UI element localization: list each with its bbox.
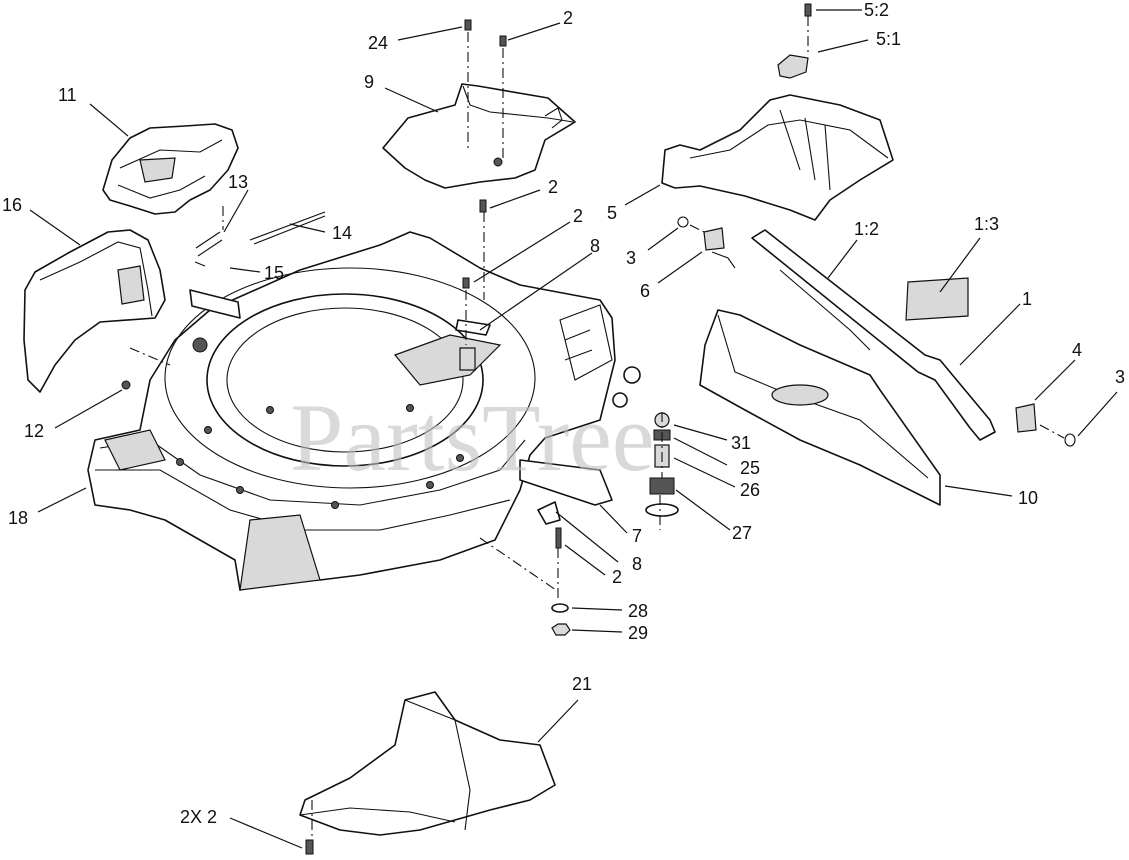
- callout-2: 2: [573, 206, 583, 226]
- callout-7: 7: [632, 526, 642, 546]
- callout-6: 6: [640, 281, 650, 301]
- callout-3: 3: [1115, 367, 1125, 387]
- callout-2x2: 2X 2: [180, 807, 217, 827]
- callout-16: 16: [2, 195, 22, 215]
- part-11-shroud-cap: [102, 123, 239, 215]
- part-1-rear-door-rod: [711, 229, 996, 441]
- part-16-side-cover: [23, 229, 166, 393]
- callout-9: 9: [364, 72, 374, 92]
- callout-18: 18: [8, 508, 28, 528]
- callout-21: 21: [572, 674, 592, 694]
- callout-labels: 24 2 9 11 13 14 15 16 12 18 2 2 8 5:2 5:…: [2, 0, 1125, 827]
- callout-12: 12: [24, 421, 44, 441]
- part-5-discharge-chute: [661, 54, 894, 221]
- alignment-lines: [129, 16, 1065, 840]
- callout-4: 4: [1072, 340, 1082, 360]
- callout-1: 1: [1022, 289, 1032, 309]
- callout-5-1: 5:1: [876, 29, 901, 49]
- callout-25: 25: [740, 458, 760, 478]
- part-21-mulch-plug: [299, 691, 556, 836]
- callout-13: 13: [228, 172, 248, 192]
- callout-8: 8: [632, 554, 642, 574]
- callout-28: 28: [628, 601, 648, 621]
- callout-2: 2: [548, 177, 558, 197]
- callout-3: 3: [626, 248, 636, 268]
- callout-24: 24: [368, 33, 388, 53]
- callout-1-3: 1:3: [974, 214, 999, 234]
- callout-14: 14: [332, 223, 352, 243]
- part-10-rear-flap: [699, 309, 941, 506]
- callout-26: 26: [740, 480, 760, 500]
- callout-2: 2: [563, 8, 573, 28]
- watermark: PartsTree: [290, 384, 654, 491]
- callout-27: 27: [732, 523, 752, 543]
- callout-15: 15: [264, 263, 284, 283]
- callout-2: 2: [612, 567, 622, 587]
- callout-11: 11: [58, 85, 77, 105]
- main-deck-housing: [87, 231, 641, 591]
- callout-31: 31: [731, 433, 751, 453]
- callout-5: 5: [607, 203, 617, 223]
- small-hardware: [121, 3, 1076, 855]
- part-7-bracket: [519, 459, 613, 506]
- callout-8: 8: [590, 236, 600, 256]
- leader-lines: [29, 9, 1118, 849]
- callout-1-2: 1:2: [854, 219, 879, 239]
- callout-5-2: 5:2: [864, 0, 889, 20]
- callout-10: 10: [1018, 488, 1038, 508]
- callout-29: 29: [628, 623, 648, 643]
